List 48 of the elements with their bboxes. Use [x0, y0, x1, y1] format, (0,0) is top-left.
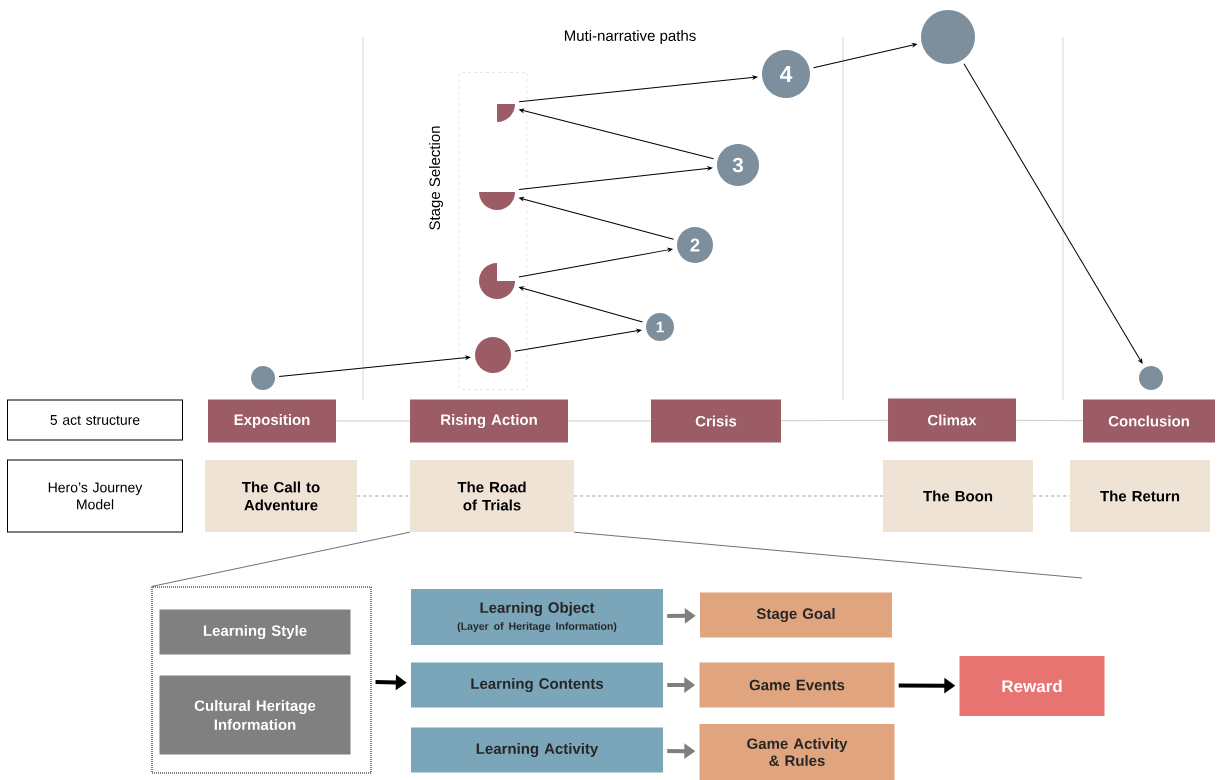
arrow	[278, 355, 471, 377]
arrow	[518, 247, 673, 278]
circle-marker	[921, 10, 975, 64]
arrow	[514, 328, 642, 352]
node-label: Stage Selection	[429, 126, 443, 230]
input-box: Cultural Heritage Information	[159, 675, 351, 755]
zoom-line	[151, 531, 411, 587]
connector-line	[1032, 495, 1071, 497]
row-label-box: 5 act structure	[7, 399, 183, 441]
arrow	[519, 108, 715, 160]
dotted-group-box	[151, 586, 372, 774]
pie-marker	[479, 263, 515, 299]
arrow	[519, 197, 675, 240]
arrow	[518, 166, 713, 190]
game-box: Game Events	[699, 662, 895, 708]
reward-box: Reward	[959, 656, 1105, 716]
act-box: Climax	[888, 398, 1016, 442]
heading-label: Muti-narrative paths	[564, 30, 696, 44]
stage-selection-box: Stage Selection	[429, 72, 528, 390]
stage-box: The Road of Trials	[410, 460, 574, 532]
act-box: Crisis	[651, 399, 781, 443]
stage-box: The Call to Adventure	[205, 460, 357, 532]
circle-marker	[251, 366, 275, 390]
learning-box: Learning Activity	[411, 727, 663, 773]
connector-line	[1015, 419, 1084, 422]
pie-marker	[479, 192, 515, 210]
learning-box: Learning Contents	[411, 662, 663, 708]
circle-marker	[475, 337, 511, 373]
connector-line	[780, 419, 889, 422]
row-label-box: Hero’s Journey Model	[7, 459, 183, 533]
act-box: Exposition	[208, 399, 336, 443]
act-box: Conclusion	[1083, 399, 1215, 443]
stage-box: The Return	[1070, 460, 1210, 532]
pie-marker	[497, 104, 515, 122]
game-box: Game Activity & Rules	[699, 724, 895, 780]
stage-box: The Boon	[883, 460, 1033, 532]
connector-line	[573, 495, 884, 497]
game-box: Stage Goal	[700, 592, 892, 638]
learning-box: Learning Object (Layer of Heritage Information)	[411, 589, 663, 645]
act-box: Rising Action	[410, 399, 568, 443]
connector-line	[356, 495, 411, 497]
arrow	[963, 63, 1143, 364]
input-box: Learning Style	[159, 609, 351, 655]
zoom-line	[573, 531, 1083, 579]
circle-marker	[1139, 366, 1163, 390]
arrow	[519, 286, 643, 323]
arrow	[518, 75, 758, 103]
arrow	[813, 43, 917, 69]
